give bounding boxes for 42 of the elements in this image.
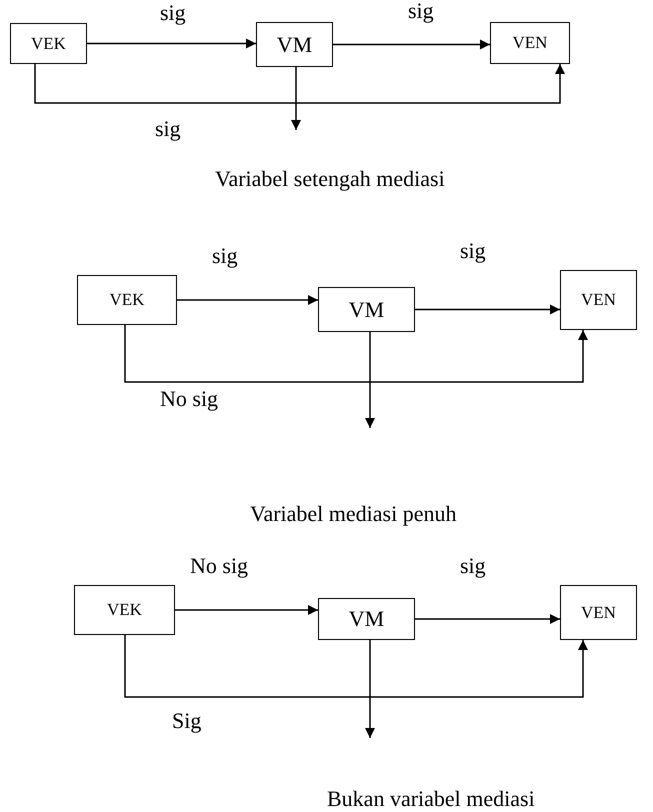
arrow — [415, 304, 560, 314]
arrow — [291, 67, 301, 130]
box-label: VEN — [581, 602, 616, 622]
box-label: VEK — [107, 600, 142, 620]
arrow — [34, 64, 565, 104]
edge-label: sig — [160, 2, 186, 24]
arrow — [365, 640, 375, 738]
edge-label: No sig — [160, 388, 218, 410]
variable-box — [77, 275, 177, 325]
caption: Bukan variabel mediasi — [327, 788, 535, 810]
caption: Variabel mediasi penuh — [250, 503, 456, 525]
variable-box — [490, 22, 570, 64]
arrow — [177, 295, 318, 305]
arrow — [124, 325, 588, 383]
arrow — [333, 40, 490, 50]
edge-label: sig — [460, 240, 486, 262]
box-label: VM — [348, 606, 384, 632]
box-label: VEN — [512, 33, 548, 53]
variable-box — [74, 585, 175, 635]
box-label: VEN — [581, 290, 616, 310]
arrow — [175, 605, 318, 615]
variable-box — [10, 23, 87, 64]
edge-label: sig — [155, 118, 181, 140]
edge-label: sig — [460, 555, 486, 577]
edge-label: sig — [408, 0, 434, 22]
variable-box — [256, 22, 333, 67]
arrow — [87, 38, 256, 48]
edge-label: sig — [212, 245, 238, 267]
arrow — [365, 332, 375, 428]
variable-box — [560, 585, 637, 640]
arrow — [124, 635, 588, 698]
arrow — [415, 614, 560, 624]
variable-box — [318, 598, 415, 640]
variable-box — [318, 287, 415, 332]
variable-box — [560, 270, 637, 330]
edge-label: Sig — [172, 710, 202, 732]
box-label: VM — [276, 32, 312, 58]
box-label: VEK — [31, 34, 66, 54]
box-label: VM — [348, 296, 384, 322]
box-label: VEK — [110, 290, 144, 310]
edge-label: No sig — [190, 555, 248, 577]
caption: Variabel setengah mediasi — [215, 168, 445, 190]
